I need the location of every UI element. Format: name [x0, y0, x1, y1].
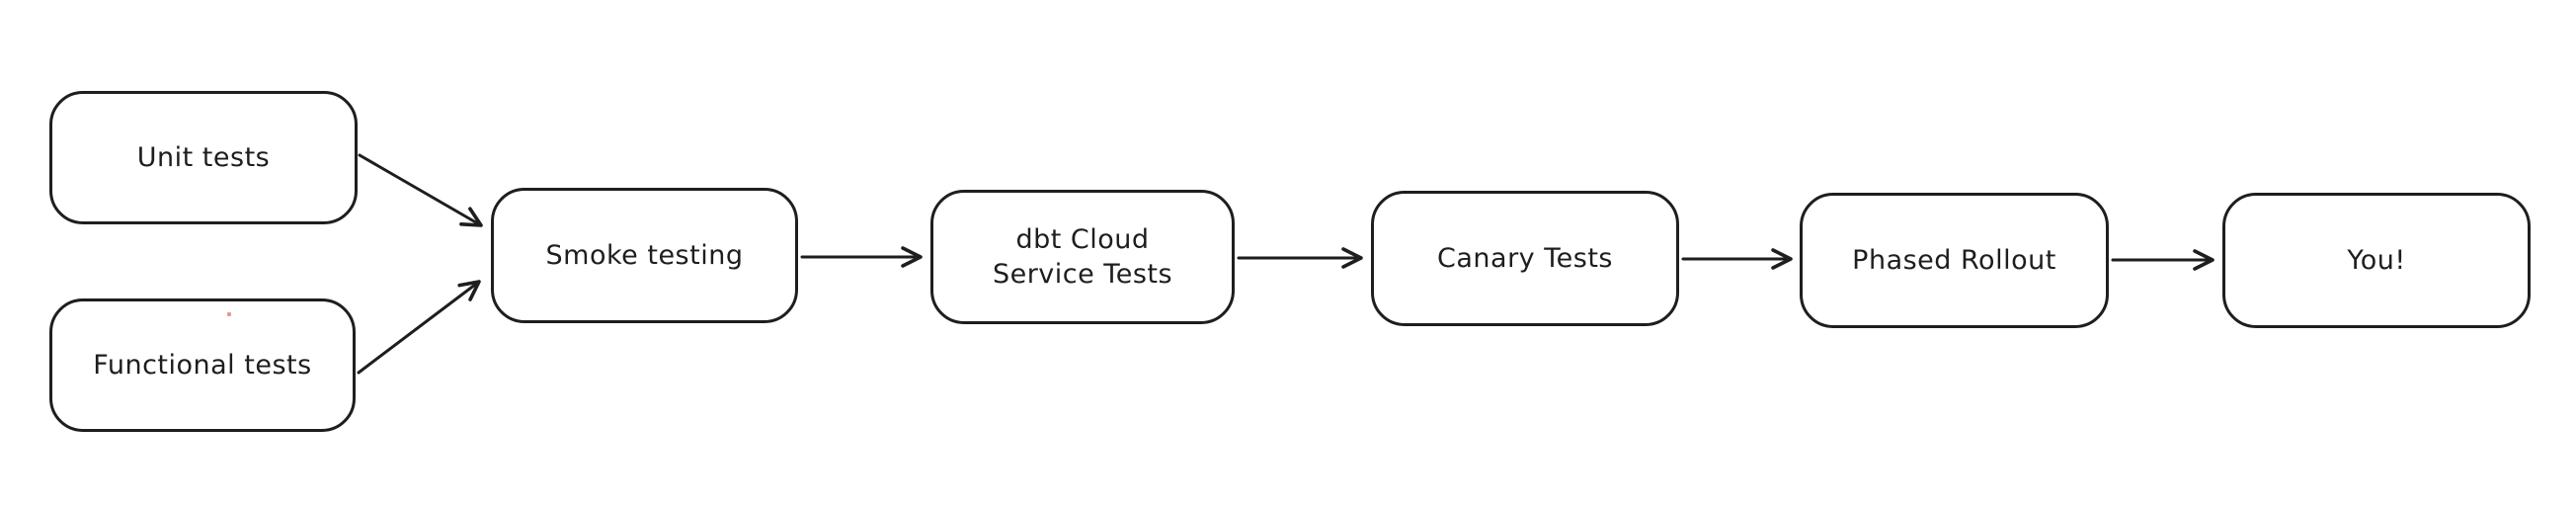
- node-canary-tests-label: Canary Tests: [1437, 243, 1613, 274]
- node-unit-tests-label: Unit tests: [136, 142, 271, 173]
- node-you-label: You!: [2347, 245, 2406, 276]
- arrow-functional-tests-to-smoke-testing: [357, 280, 481, 375]
- node-dbt-cloud-service-tests: dbt Cloud Service Tests: [930, 190, 1235, 324]
- node-you: You!: [2222, 193, 2531, 328]
- node-phased-rollout: Phased Rollout: [1800, 193, 2109, 328]
- node-smoke-testing: Smoke testing: [491, 188, 798, 323]
- node-dbt-cloud-service-tests-label: dbt Cloud Service Tests: [992, 224, 1173, 290]
- node-phased-rollout-label: Phased Rollout: [1852, 245, 2056, 276]
- node-functional-tests-label: Functional tests: [93, 350, 312, 381]
- arrow-unit-tests-to-smoke-testing: [358, 153, 483, 227]
- node-canary-tests: Canary Tests: [1371, 191, 1679, 326]
- node-smoke-testing-label: Smoke testing: [545, 240, 744, 271]
- node-functional-tests: Functional tests: [49, 298, 356, 432]
- stray-pink-dot: [227, 312, 231, 316]
- node-unit-tests: Unit tests: [49, 91, 358, 224]
